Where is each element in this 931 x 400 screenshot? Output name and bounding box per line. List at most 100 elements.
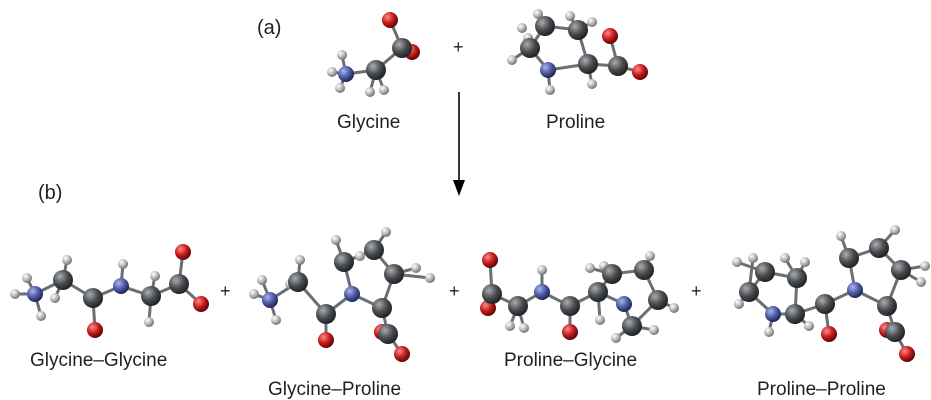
hydrogen-atom	[62, 255, 72, 265]
carbon-atom	[568, 20, 588, 40]
hydrogen-atom	[365, 87, 375, 97]
hydrogen-atom	[355, 251, 365, 261]
nitrogen-atom	[113, 278, 129, 294]
proline-molecule	[507, 9, 648, 95]
carbon-atom	[520, 38, 540, 58]
hydrogen-atom	[144, 317, 154, 327]
oxygen-atom	[899, 346, 915, 362]
hydrogen-atom	[836, 231, 846, 241]
carbon-atom	[785, 304, 805, 324]
label-glycine-proline: Glycine–Proline	[268, 379, 402, 400]
nitrogen-atom	[27, 286, 43, 302]
hydrogen-atom	[595, 315, 605, 325]
oxygen-atom	[602, 28, 618, 44]
carbon-atom	[83, 288, 103, 308]
hydrogen-atom	[411, 263, 421, 273]
hydrogen-atom	[425, 273, 435, 283]
hydrogen-atom	[295, 255, 305, 265]
plus-sign-1: +	[220, 281, 231, 301]
carbon-atom	[602, 264, 622, 284]
hydrogen-atom	[587, 79, 597, 89]
hydrogen-atom	[800, 257, 810, 267]
oxygen-atom	[175, 244, 191, 260]
hydrogen-atom	[10, 289, 20, 299]
hydrogen-atom	[22, 273, 32, 283]
oxygen-atom	[193, 296, 209, 312]
hydrogen-atom	[533, 9, 543, 19]
plus-sign-top: +	[453, 37, 464, 57]
oxygen-atom	[318, 332, 334, 348]
label-proline: Proline	[546, 112, 606, 133]
oxygen-atom	[821, 326, 837, 342]
oxygen-atom	[482, 252, 498, 268]
hydrogen-atom	[585, 263, 595, 273]
hydrogen-atom	[890, 225, 900, 235]
hydrogen-atom	[118, 259, 128, 269]
hydrogen-atom	[645, 251, 655, 261]
carbon-atom	[482, 284, 502, 304]
glycine-glycine-molecule	[10, 244, 209, 338]
carbon-atom	[891, 260, 911, 280]
carbon-atom	[885, 322, 905, 342]
label-glycine-glycine: Glycine–Glycine	[30, 350, 168, 371]
hydrogen-atom	[381, 227, 391, 237]
plus-sign-2: +	[449, 281, 460, 301]
carbon-atom	[392, 38, 412, 58]
carbon-atom	[366, 60, 386, 80]
hydrogen-atom	[920, 261, 930, 271]
carbon-atom	[535, 16, 555, 36]
hydrogen-atom	[780, 253, 790, 263]
carbon-atom	[288, 272, 308, 292]
hydrogen-atom	[649, 325, 659, 335]
carbon-atom	[608, 56, 628, 76]
oxygen-atom	[382, 12, 398, 28]
nitrogen-atom	[344, 286, 360, 302]
oxygen-atom	[562, 324, 578, 340]
hydrogen-atom	[611, 333, 621, 343]
carbon-atom	[384, 264, 404, 284]
panel-label-a: (a)	[257, 17, 282, 39]
carbon-atom	[815, 294, 835, 314]
proline-proline-molecule	[732, 225, 930, 362]
carbon-atom	[578, 54, 598, 74]
hydrogen-atom	[565, 11, 575, 21]
hydrogen-atom	[916, 277, 926, 287]
nitrogen-atom	[765, 306, 781, 322]
carbon-atom	[334, 252, 354, 272]
carbon-atom	[622, 316, 642, 336]
nitrogen-atom	[616, 296, 632, 312]
label-proline-glycine: Proline–Glycine	[504, 350, 638, 371]
label-proline-proline: Proline–Proline	[757, 379, 886, 400]
hydrogen-atom	[335, 83, 345, 93]
carbon-atom	[169, 274, 189, 294]
hydrogen-atom	[537, 265, 547, 275]
hydrogen-atom	[545, 85, 555, 95]
arrow-head	[453, 180, 465, 196]
carbon-atom	[372, 298, 392, 318]
carbon-atom	[364, 240, 384, 260]
hydrogen-atom	[804, 321, 814, 331]
glycine-molecule	[327, 12, 420, 97]
hydrogen-atom	[734, 299, 744, 309]
hydrogen-atom	[36, 311, 46, 321]
carbon-atom	[634, 260, 654, 280]
carbon-atom	[787, 268, 807, 288]
hydrogen-atom	[379, 85, 389, 95]
carbon-atom	[839, 248, 859, 268]
nitrogen-atom	[338, 66, 354, 82]
oxygen-atom	[632, 64, 648, 80]
hydrogen-atom	[505, 321, 515, 331]
hydrogen-atom	[327, 67, 337, 77]
carbon-atom	[316, 304, 336, 324]
hydrogen-atom	[50, 293, 60, 303]
carbon-atom	[755, 262, 775, 282]
plus-sign-3: +	[691, 281, 702, 301]
oxygen-atom	[394, 346, 410, 362]
hydrogen-atom	[669, 303, 679, 313]
hydrogen-atom	[150, 271, 160, 281]
carbon-atom	[53, 270, 73, 290]
proline-glycine-molecule	[480, 251, 679, 343]
carbon-atom	[588, 282, 608, 302]
nitrogen-atom	[534, 284, 550, 300]
